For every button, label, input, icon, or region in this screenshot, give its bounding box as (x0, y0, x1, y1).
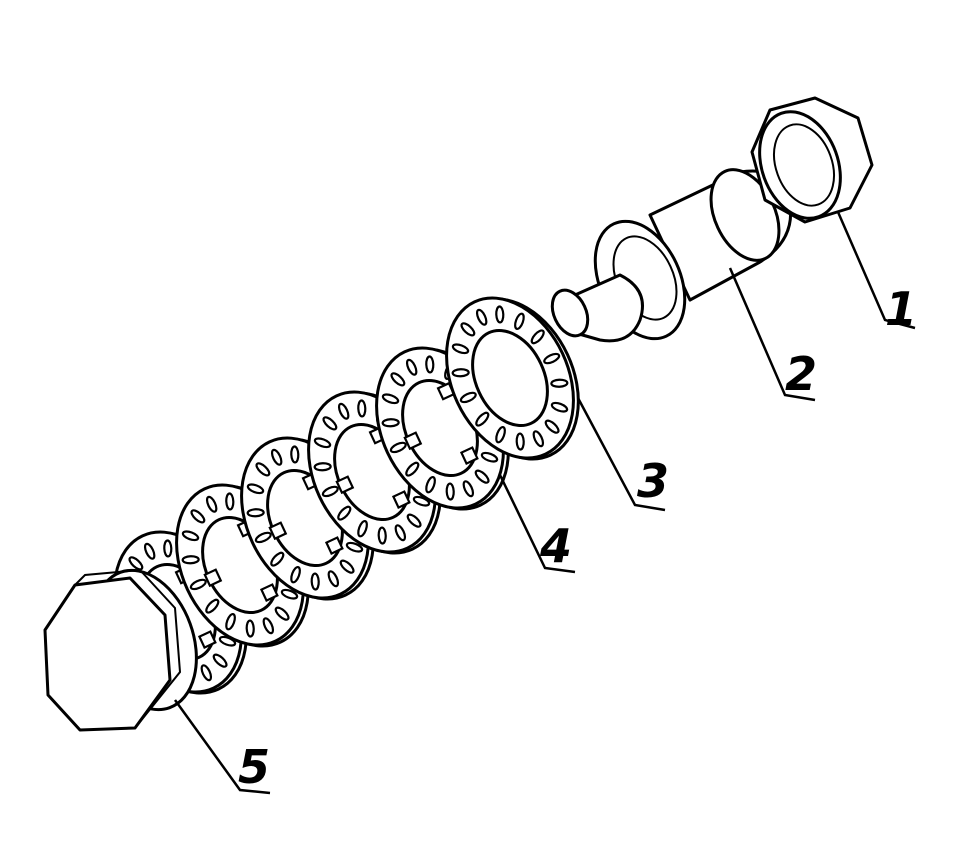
tab (391, 490, 411, 509)
slot (515, 432, 525, 451)
tab (324, 536, 344, 555)
slot (163, 539, 173, 558)
slot (495, 305, 505, 324)
tab (459, 446, 479, 465)
slot (514, 312, 525, 331)
slot (205, 598, 220, 614)
slot (357, 399, 367, 418)
slot (532, 430, 545, 448)
tab (335, 475, 355, 495)
slot (390, 372, 406, 387)
slot (451, 343, 470, 355)
slot (181, 530, 200, 542)
callout-number: 3 (637, 454, 669, 508)
slot (128, 556, 144, 571)
slot (274, 606, 290, 621)
slot (310, 572, 320, 591)
slot (246, 508, 265, 518)
slot (255, 462, 271, 477)
slot (460, 322, 476, 337)
slot (530, 329, 545, 345)
tab (403, 431, 423, 451)
slot (425, 475, 436, 494)
slot (459, 391, 477, 404)
callout-5: 5 (173, 699, 271, 795)
slot (337, 505, 352, 521)
slot (425, 355, 435, 374)
callout-number: 5 (238, 740, 270, 794)
washer-stack (113, 296, 580, 695)
callout-number: 4 (539, 519, 572, 573)
slot (550, 401, 569, 413)
slot (495, 425, 506, 444)
slot (445, 482, 455, 501)
slot (254, 531, 272, 544)
slot (337, 402, 350, 420)
slot (381, 418, 400, 428)
slot (405, 358, 418, 376)
slot (389, 441, 407, 454)
slot (189, 578, 207, 591)
slot (357, 519, 368, 538)
tab (203, 568, 223, 588)
slot (475, 308, 488, 326)
slot (143, 542, 156, 560)
slot (200, 664, 213, 682)
slot (345, 541, 364, 553)
slot (270, 551, 285, 567)
slot (190, 509, 206, 524)
shaft (550, 168, 793, 343)
callout-1: 1 (836, 211, 917, 336)
slot (313, 462, 332, 472)
slot (550, 378, 569, 388)
tab (268, 521, 288, 541)
slot (322, 416, 338, 431)
slot (181, 555, 200, 565)
tab (197, 630, 217, 649)
slot (225, 492, 235, 511)
slot (321, 485, 339, 498)
slot (474, 469, 490, 484)
slot (543, 352, 561, 365)
bolt (43, 568, 198, 732)
slot (280, 588, 299, 600)
slot (225, 612, 236, 631)
slot (406, 513, 422, 528)
callout-number: 1 (885, 282, 917, 336)
slot (394, 524, 407, 542)
slot (205, 495, 218, 513)
slot (377, 526, 387, 545)
nut (750, 96, 874, 224)
slot (381, 393, 400, 405)
slot (290, 565, 301, 584)
flat-washer (445, 296, 580, 461)
slot (480, 451, 499, 463)
slot (544, 419, 560, 434)
callout-3: 3 (576, 397, 669, 512)
callout-4: 4 (498, 474, 576, 574)
slot (412, 495, 431, 507)
slot (313, 437, 332, 449)
tab (259, 583, 279, 602)
slot (270, 448, 283, 466)
slot (339, 559, 355, 574)
slot (451, 368, 470, 378)
callout-2: 2 (728, 267, 817, 402)
slot (475, 411, 490, 427)
slot (290, 445, 300, 464)
callout-number: 2 (785, 347, 817, 401)
slot (327, 570, 340, 588)
slot (212, 653, 228, 668)
slot (462, 480, 475, 498)
slot (245, 619, 255, 638)
slot (262, 617, 275, 635)
slot (246, 483, 265, 495)
slot (405, 461, 420, 477)
